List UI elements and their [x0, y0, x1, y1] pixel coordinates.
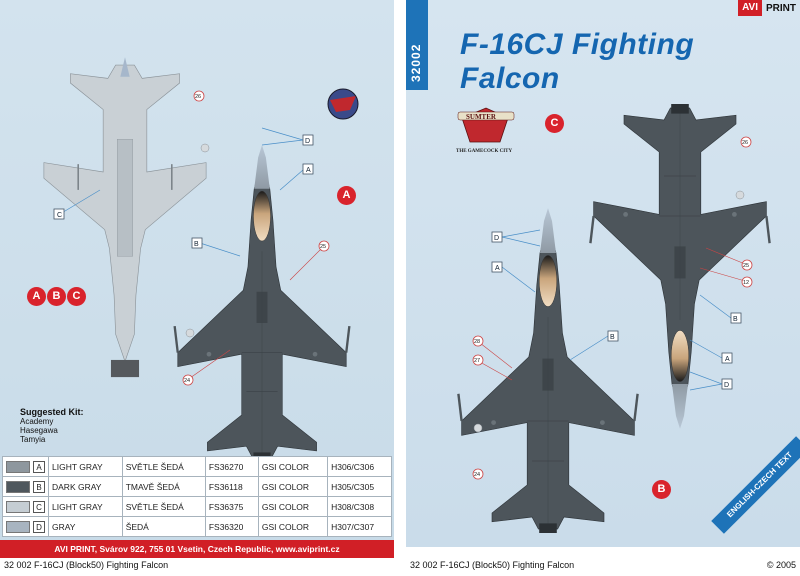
suggested-kit: Suggested Kit: Academy Hasegawa Tamyia	[20, 407, 84, 445]
callout-left-a: A	[306, 167, 311, 174]
color-czech: TMAVĚ ŠEDÁ	[121, 476, 206, 497]
color-letter: A	[33, 460, 45, 473]
callout-right-topa: A	[725, 356, 730, 363]
color-swatch-cell: A	[2, 456, 49, 477]
color-name: LIGHT GRAY	[48, 456, 123, 477]
color-letter: B	[33, 480, 45, 493]
color-gsi: GSI COLOR	[257, 516, 329, 537]
color-gsi: GSI COLOR	[257, 456, 329, 477]
color-name: LIGHT GRAY	[48, 496, 123, 517]
callout-left-b: B	[194, 241, 199, 248]
color-letter: D	[33, 520, 45, 533]
unit-insignia-gamecock	[457, 107, 515, 143]
right-callouts: D A B 28 27 24 26 25 12 B A D	[472, 136, 753, 480]
scheme-badge-b: B	[47, 287, 66, 306]
left-callouts: C 26 D A B 25 24	[53, 90, 330, 386]
brand-avi: AVI	[738, 0, 762, 16]
color-codes: H308/C308	[327, 496, 392, 517]
color-codes: H305/C305	[327, 476, 392, 497]
brand-print: PRINT	[766, 2, 796, 14]
callout-left-25: 25	[320, 244, 326, 250]
color-chip	[6, 520, 30, 533]
brand-logo: AVI PRINT	[738, 0, 800, 16]
color-codes: H306/C306	[327, 456, 392, 477]
scheme-badge-a: A	[27, 287, 46, 306]
scheme-badge-c: C	[67, 287, 86, 306]
callout-right-topd: D	[724, 382, 729, 389]
right-sheet	[406, 0, 800, 547]
kit-maker: Hasegawa	[20, 426, 58, 435]
page-title: F-16CJ Fighting Falcon	[460, 28, 695, 95]
kit-maker: Academy	[20, 417, 54, 426]
publisher-footer: AVI PRINT, Svárov 922, 755 01 Vsetin, Cz…	[0, 540, 394, 558]
callout-right-b: B	[610, 334, 615, 341]
callout-right-25: 25	[743, 263, 749, 269]
callout-left-24: 24	[184, 378, 190, 384]
color-czech: SVĚTLE ŠEDÁ	[121, 456, 206, 477]
sheet-code-strip: 32002	[406, 0, 428, 90]
callout-right-a: A	[495, 265, 500, 272]
scheme-badge-b-right: B	[652, 480, 671, 499]
suggested-kit-title: Suggested Kit:	[20, 407, 84, 417]
callout-right-12: 12	[743, 280, 749, 286]
caption-left: 32 002 F-16CJ (Block50) Fighting Falcon	[4, 560, 169, 570]
callout-left-26: 26	[195, 94, 201, 100]
callout-right-26: 26	[742, 140, 748, 146]
caption-right: 32 002 F-16CJ (Block50) Fighting Falcon	[410, 560, 575, 570]
national-insignia-left	[185, 328, 195, 338]
color-gsi: GSI COLOR	[257, 496, 329, 517]
color-chip	[6, 460, 30, 473]
scheme-badge-a-left: A	[337, 186, 356, 205]
callout-left-d: D	[305, 138, 310, 145]
insignia-bottom-text: THE GAMECOCK CITY	[456, 149, 513, 154]
color-fs: FS36270	[204, 456, 259, 477]
color-swatch-cell: D	[2, 516, 49, 537]
color-czech: SVĚTLE ŠEDÁ	[121, 496, 206, 517]
insignia-top-text: SUMTER	[466, 113, 497, 121]
callout-right-24: 24	[474, 472, 480, 478]
kit-maker: Tamyia	[20, 435, 46, 444]
color-gsi: GSI COLOR	[257, 476, 329, 497]
color-fs: FS36320	[204, 516, 259, 537]
scheme-badge-c-right: C	[545, 114, 564, 133]
color-letter: C	[33, 500, 45, 513]
callout-right-28: 28	[474, 339, 480, 345]
copyright: © 2005	[766, 560, 796, 570]
color-chip	[6, 480, 30, 493]
callout-right-27: 27	[474, 358, 480, 364]
color-swatch-cell: C	[2, 496, 49, 517]
color-name: DARK GRAY	[48, 476, 123, 497]
color-fs: FS36118	[204, 476, 259, 497]
color-czech: ŠEDÁ	[121, 516, 206, 537]
callout-left-c: C	[57, 212, 62, 219]
callout-right-d: D	[494, 235, 499, 242]
callout-right-topb: B	[733, 316, 738, 323]
color-swatch-cell: B	[2, 476, 49, 497]
color-name: GRAY	[48, 516, 123, 537]
unit-insignia-eagle	[327, 88, 359, 120]
color-codes: H307/C307	[327, 516, 392, 537]
color-fs: FS36375	[204, 496, 259, 517]
color-chip	[6, 500, 30, 513]
